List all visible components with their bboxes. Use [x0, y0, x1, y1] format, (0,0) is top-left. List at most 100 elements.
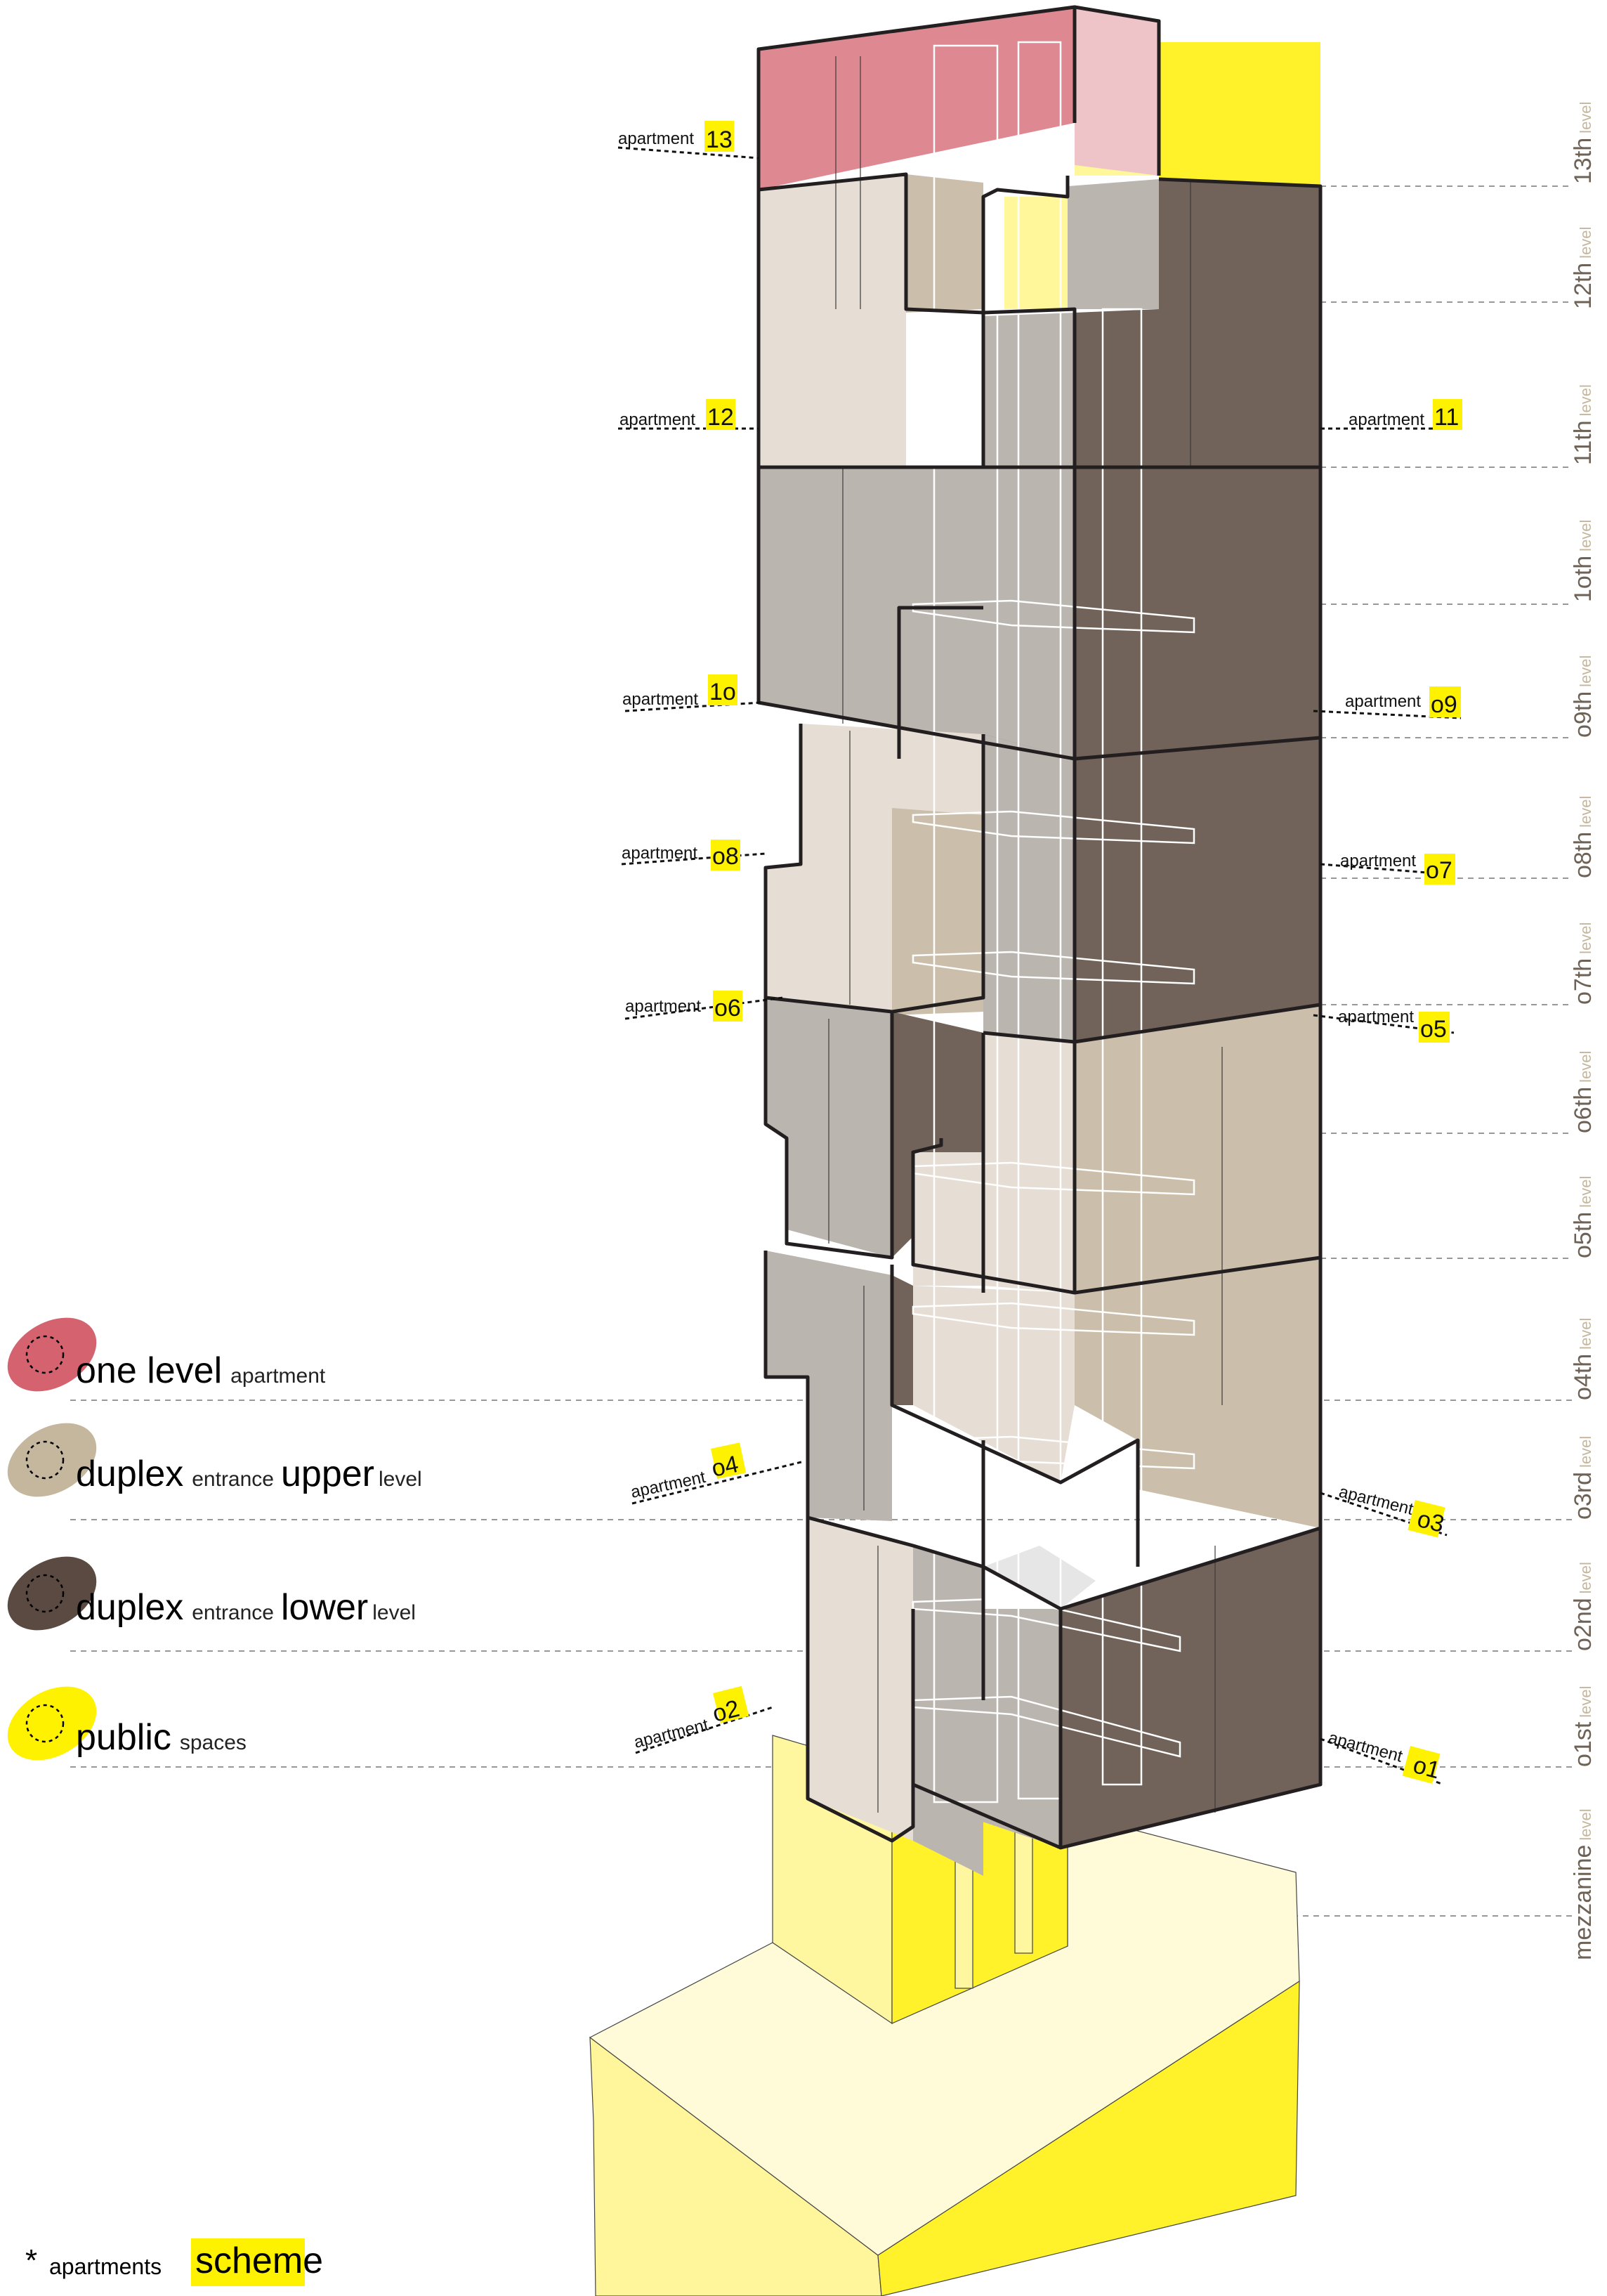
- apt05-void: [913, 1152, 983, 1286]
- apartment-number: o7: [1426, 857, 1452, 884]
- apartment-13-volume: [756, 5, 1161, 190]
- apartment-number: o1: [1410, 1752, 1443, 1784]
- number-highlight: [706, 399, 735, 430]
- apt13-front: [759, 7, 1075, 190]
- apt01-right: [1061, 1528, 1320, 1848]
- number-highlight: [1402, 1746, 1441, 1784]
- level-label-06th: o6thlevel: [1570, 1051, 1596, 1133]
- apt13-side: [1075, 7, 1159, 176]
- volume-outlines: [756, 172, 1323, 1850]
- title-highlight: [191, 2238, 305, 2286]
- apartment-number: o4: [709, 1451, 741, 1482]
- leader-line: [631, 1460, 805, 1505]
- public-top-roof: [1159, 42, 1320, 186]
- apartment-number: o3: [1415, 1506, 1447, 1538]
- apt03-white-floor: [983, 1546, 1096, 1609]
- outline: [982, 1258, 1323, 1611]
- apartment-label-09: apartment o9: [1313, 686, 1462, 719]
- apartment-word: apartment: [619, 410, 695, 429]
- stair-landing: [912, 951, 1195, 985]
- stair-landing: [912, 1302, 1195, 1336]
- level-label-01st: o1stlevel: [1570, 1685, 1596, 1767]
- outline: [983, 307, 1077, 467]
- apartment-label-05: apartment o5: [1313, 1007, 1455, 1043]
- level-label-05th: o5thlevel: [1570, 1176, 1596, 1258]
- apt01-front: [913, 1609, 1061, 1848]
- outline: [763, 998, 894, 1260]
- level-label-12th: 12thlevel: [1570, 227, 1596, 309]
- number-highlight: [1419, 1012, 1450, 1043]
- stair-core: [933, 44, 999, 1803]
- outline: [983, 738, 1323, 1044]
- outline: [897, 606, 983, 759]
- apartment-number: 13: [706, 126, 733, 153]
- dashed-circle-icon: [25, 1440, 65, 1480]
- stair-landing: [912, 810, 1195, 844]
- apartment-label-08: apartment o8: [621, 840, 766, 870]
- legend-swatch-duplex-upper: [7, 1423, 97, 1497]
- number-highlight: [711, 1442, 747, 1480]
- stair-wireframes: [912, 41, 1195, 1803]
- apartment-word: apartment: [622, 690, 698, 709]
- leader-line: [635, 1706, 773, 1754]
- apt12-notch: [906, 174, 983, 313]
- apartment-label-02: apartment o2: [632, 1685, 773, 1754]
- leader-line: [1313, 710, 1462, 719]
- apartment-label-10: apartment 1o: [622, 674, 761, 712]
- leader-line: [617, 146, 759, 159]
- apartment-label-11: apartment 11: [1320, 399, 1462, 431]
- number-highlight: [704, 121, 734, 152]
- leader-line: [624, 996, 784, 1020]
- dashed-circle-icon: [25, 1335, 65, 1374]
- stair-landing: [912, 1435, 1195, 1470]
- apt03-inner: [913, 1286, 1075, 1482]
- number-highlight: [713, 1685, 749, 1723]
- apartment-word: apartment: [1338, 1007, 1414, 1026]
- apartment-number: o9: [1431, 691, 1457, 718]
- core-grey: [983, 313, 1075, 467]
- apartment-word: apartment: [622, 844, 697, 863]
- apt09-right: [1075, 467, 1320, 759]
- apartment-word: apartment: [618, 129, 694, 148]
- core-grey-upper: [1068, 179, 1159, 309]
- apartment-word: apartment: [629, 1468, 708, 1502]
- number-highlight: [1433, 399, 1462, 430]
- tower-fills: [759, 174, 1320, 1876]
- dashed-circle-icon: [25, 1574, 65, 1613]
- internal-thin-lines: [828, 56, 1223, 1813]
- apartment-number: o2: [710, 1695, 742, 1728]
- dashed-circle-icon: [25, 1704, 65, 1743]
- outline: [806, 1518, 1323, 1850]
- apartment-label-07: apartment o7: [1320, 852, 1455, 885]
- apartment-word: apartment: [625, 997, 701, 1016]
- legend-swatch-duplex-lower: [7, 1556, 97, 1631]
- outline: [890, 1265, 1140, 1567]
- legend-swatch-one-level: [7, 1317, 97, 1392]
- apt03-right: [1075, 1258, 1320, 1528]
- stair-core: [1101, 308, 1143, 1786]
- apartment-word: apartment: [1337, 1482, 1416, 1519]
- podium-right-face: [877, 1980, 1300, 2296]
- apt12-front: [759, 174, 906, 467]
- apt04-front: [766, 1251, 892, 1521]
- apartment-word: apartment: [632, 1715, 711, 1752]
- level-label-09th: o9thlevel: [1570, 655, 1596, 738]
- apartment-label-12: apartment 12: [618, 399, 759, 431]
- apartment-word: apartment: [1340, 852, 1416, 870]
- level-label-13th: 13thlevel: [1570, 102, 1596, 184]
- apt11-right: [1075, 179, 1320, 467]
- level-label-03rd: o3rdlevel: [1570, 1436, 1596, 1520]
- level-label-07th: o7thlevel: [1570, 922, 1596, 1005]
- number-highlight: [1429, 686, 1461, 717]
- apartment-number: 1o: [709, 679, 736, 705]
- number-highlight: [711, 840, 740, 870]
- outline: [758, 172, 1070, 315]
- number-highlight: [1424, 854, 1455, 885]
- apt05-inner: [983, 1033, 1075, 1293]
